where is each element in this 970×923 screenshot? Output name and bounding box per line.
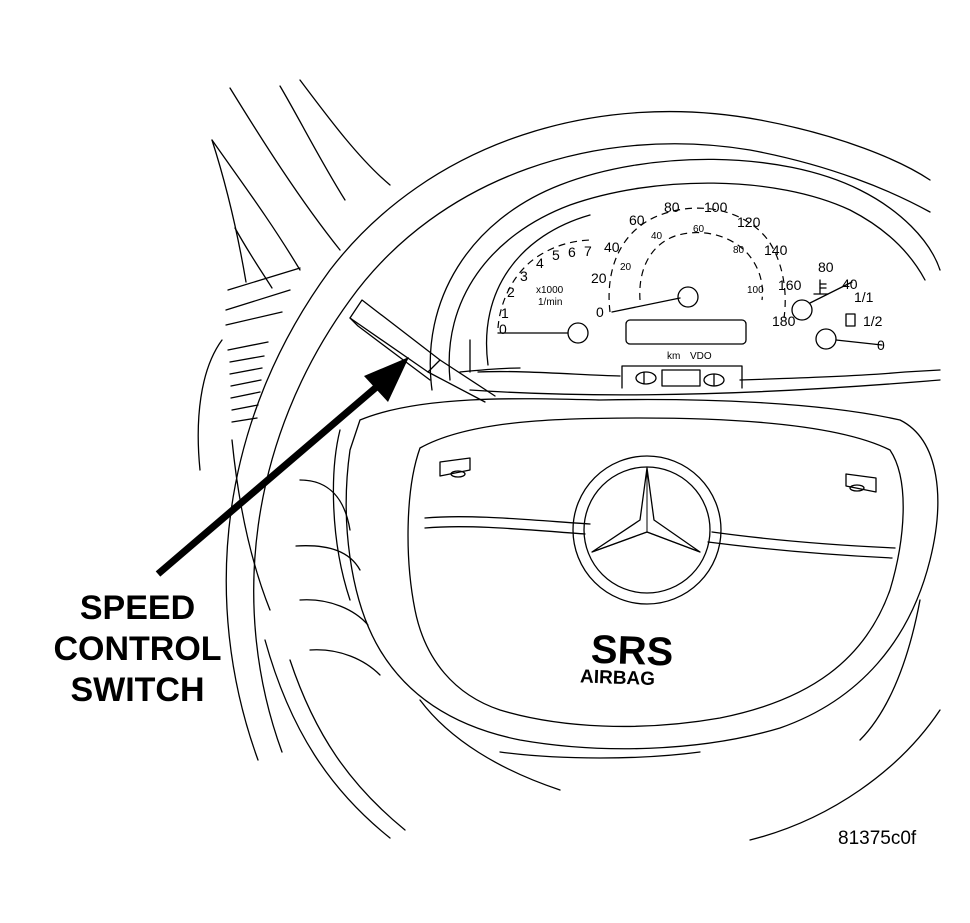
callout-label: SPEED CONTROL SWITCH xyxy=(30,588,245,711)
tach-tick-6: 6 xyxy=(568,244,576,260)
speedometer: 0 20 40 60 80 100 120 140 160 180 20 40 … xyxy=(591,199,802,345)
speed-tick-120: 120 xyxy=(737,214,761,230)
km-label: km xyxy=(667,351,680,362)
horn-icon-right xyxy=(845,473,877,493)
fuel-tick-empty: 0 xyxy=(877,337,885,353)
speed-inner-40: 40 xyxy=(651,231,663,242)
speed-tick-0: 0 xyxy=(596,304,604,320)
tach-tick-0: 0 xyxy=(499,321,507,337)
tach-tick-3: 3 xyxy=(520,268,528,284)
speed-tick-100: 100 xyxy=(704,199,728,215)
airbag-hub xyxy=(295,398,939,791)
srs-label: SRS xyxy=(590,628,674,675)
tach-tick-2: 2 xyxy=(507,284,515,300)
tachometer: 0 1 2 3 4 5 6 7 x1000 1/min xyxy=(497,239,592,344)
left-trim-lines xyxy=(197,79,391,611)
steering-wheel-rim xyxy=(225,110,941,841)
odometer-controls: km VDO xyxy=(621,351,743,389)
callout-line-1: SPEED xyxy=(79,589,196,627)
speed-tick-160: 160 xyxy=(778,277,802,293)
tach-tick-7: 7 xyxy=(584,243,592,259)
tach-unit-top: x1000 xyxy=(536,285,564,296)
speed-inner-20: 20 xyxy=(620,262,632,273)
speed-tick-40: 40 xyxy=(604,239,620,255)
star-emblem xyxy=(572,455,722,605)
temp-tick-40: 40 xyxy=(842,276,858,292)
fuel-pump-icon xyxy=(845,313,856,327)
figure-id: 81375c0f xyxy=(838,828,917,849)
tach-unit-bottom: 1/min xyxy=(538,297,562,308)
vdo-label: VDO xyxy=(690,351,712,362)
callout-line-3: SWITCH xyxy=(70,671,205,709)
speed-tick-80: 80 xyxy=(664,199,680,215)
speed-tick-60: 60 xyxy=(629,212,645,228)
temp-fuel-gauges: 80 40 1/1 1/2 0 xyxy=(791,259,885,353)
fuel-tick-half: 1/2 xyxy=(863,313,883,329)
callout-line-2: CONTROL xyxy=(53,630,222,668)
horn-icon-left xyxy=(439,457,471,478)
tach-tick-1: 1 xyxy=(501,305,509,321)
speed-tick-180: 180 xyxy=(772,313,796,329)
temp-tick-80: 80 xyxy=(818,259,834,275)
airbag-label: AIRBAG xyxy=(580,666,656,690)
right-trim-line xyxy=(859,599,921,741)
speed-tick-140: 140 xyxy=(764,242,788,258)
speed-tick-20: 20 xyxy=(591,270,607,286)
speed-inner-80: 80 xyxy=(733,245,745,256)
callout-arrow xyxy=(155,357,409,577)
instrument-cluster xyxy=(429,158,941,396)
thermometer-icon xyxy=(813,279,829,295)
speed-inner-100: 100 xyxy=(747,285,764,296)
tach-tick-5: 5 xyxy=(552,247,560,263)
tach-tick-4: 4 xyxy=(536,255,544,271)
speed-inner-60: 60 xyxy=(693,224,705,235)
fuel-tick-full: 1/1 xyxy=(854,289,874,305)
